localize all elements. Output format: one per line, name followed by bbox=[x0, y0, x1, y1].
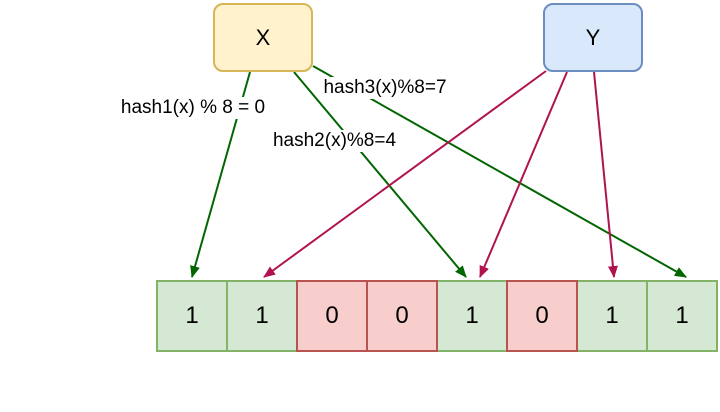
node-y: Y bbox=[543, 3, 643, 72]
hash3-arrow-x-to-cell7 bbox=[312, 65, 687, 278]
node-x-label: X bbox=[255, 24, 271, 50]
node-y-label: Y bbox=[585, 24, 601, 50]
arrow-y-to-cell1 bbox=[263, 70, 547, 278]
bit-cell-1: 1 bbox=[226, 280, 298, 352]
node-x: X bbox=[213, 3, 313, 72]
bit-cell-5: 0 bbox=[506, 280, 578, 352]
bit-array: 1 1 0 0 1 0 1 1 bbox=[156, 280, 718, 352]
bit-cell-6: 1 bbox=[576, 280, 648, 352]
arrow-y-to-cell4 bbox=[479, 71, 568, 278]
hash2-arrow-x-to-cell4 bbox=[293, 71, 467, 278]
bit-cell-3: 0 bbox=[366, 280, 438, 352]
bit-cell-7: 1 bbox=[646, 280, 718, 352]
hash3-label: hash3(x)%8=7 bbox=[322, 77, 448, 99]
arrow-y-to-cell6 bbox=[593, 71, 618, 278]
hash2-label: hash2(x)%8=4 bbox=[271, 130, 398, 152]
bit-cell-0: 1 bbox=[156, 280, 228, 352]
hash1-label: hash1(x) % 8 = 0 bbox=[119, 97, 267, 119]
bit-cell-4: 1 bbox=[436, 280, 508, 352]
bit-cell-2: 0 bbox=[296, 280, 368, 352]
